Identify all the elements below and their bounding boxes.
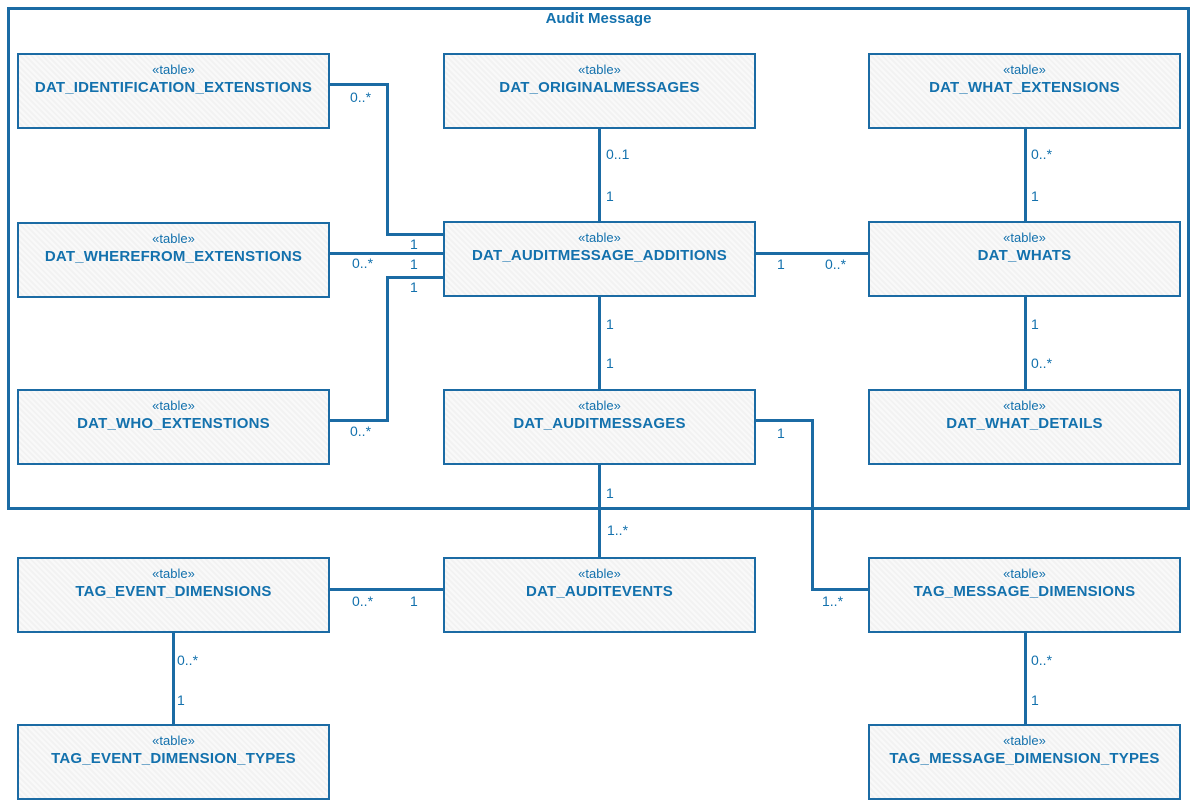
table-node-dat-whats: «table» DAT_WHATS	[868, 221, 1181, 297]
connector-segment	[330, 252, 443, 255]
multiplicity-label: 1	[410, 279, 418, 295]
multiplicity-label: 1	[606, 485, 614, 501]
multiplicity-label: 1	[606, 355, 614, 371]
multiplicity-label: 1	[606, 188, 614, 204]
table-stereotype: «table»	[152, 62, 195, 77]
table-name: DAT_WHAT_DETAILS	[946, 415, 1103, 432]
table-name: DAT_WHO_EXTENSTIONS	[77, 415, 270, 432]
multiplicity-label: 1	[1031, 188, 1039, 204]
table-node-dat-who-extenstions: «table» DAT_WHO_EXTENSTIONS	[17, 389, 330, 465]
multiplicity-label: 1..*	[822, 593, 844, 609]
connector-segment	[386, 83, 389, 236]
table-node-dat-auditevents: «table» DAT_AUDITEVENTS	[443, 557, 756, 633]
table-name: DAT_WHATS	[977, 247, 1072, 264]
frame-title: Audit Message	[545, 10, 652, 27]
multiplicity-label: 0..*	[825, 256, 847, 272]
multiplicity-label: 0..*	[350, 423, 372, 439]
connector-segment	[598, 465, 601, 557]
table-name: DAT_AUDITMESSAGE_ADDITIONS	[472, 247, 727, 264]
table-stereotype: «table»	[152, 231, 195, 246]
connector-segment	[386, 276, 443, 279]
multiplicity-label: 0..*	[352, 593, 374, 609]
connector-segment	[598, 128, 601, 221]
multiplicity-label: 0..*	[1031, 146, 1053, 162]
table-stereotype: «table»	[578, 230, 621, 245]
table-node-tag-event-dimensions: «table» TAG_EVENT_DIMENSIONS	[17, 557, 330, 633]
connector-segment	[330, 588, 443, 591]
table-node-dat-auditmessages: «table» DAT_AUDITMESSAGES	[443, 389, 756, 465]
table-stereotype: «table»	[578, 566, 621, 581]
multiplicity-label: 1	[777, 425, 785, 441]
connector-segment	[330, 419, 389, 422]
table-node-dat-auditmessage-additions: «table» DAT_AUDITMESSAGE_ADDITIONS	[443, 221, 756, 297]
table-node-dat-what-details: «table» DAT_WHAT_DETAILS	[868, 389, 1181, 465]
connector-segment	[386, 233, 443, 236]
connector-segment	[330, 83, 389, 86]
connector-segment	[811, 419, 814, 591]
connector-segment	[756, 252, 868, 255]
table-name: TAG_EVENT_DIMENSION_TYPES	[51, 750, 296, 767]
table-stereotype: «table»	[1003, 62, 1046, 77]
table-stereotype: «table»	[152, 733, 195, 748]
multiplicity-label: 1	[1031, 692, 1039, 708]
multiplicity-label: 1	[410, 236, 418, 252]
connector-segment	[386, 276, 389, 422]
connector-segment	[1024, 297, 1027, 389]
connector-segment	[1024, 633, 1027, 724]
table-stereotype: «table»	[1003, 733, 1046, 748]
table-name: DAT_WHEREFROM_EXTENSTIONS	[44, 248, 303, 265]
connector-segment	[598, 297, 601, 389]
table-stereotype: «table»	[152, 398, 195, 413]
multiplicity-label: 1	[606, 316, 614, 332]
table-name: DAT_AUDITMESSAGES	[513, 415, 686, 432]
multiplicity-label: 0..*	[352, 255, 374, 271]
table-node-dat-wherefrom-extenstions: «table» DAT_WHEREFROM_EXTENSTIONS	[17, 222, 330, 298]
multiplicity-label: 0..*	[1031, 652, 1053, 668]
connector-segment	[811, 588, 868, 591]
multiplicity-label: 1..*	[607, 522, 629, 538]
multiplicity-label: 0..*	[1031, 355, 1053, 371]
table-name: DAT_ORIGINALMESSAGES	[499, 79, 700, 96]
multiplicity-label: 0..*	[350, 89, 372, 105]
table-name: DAT_AUDITEVENTS	[526, 583, 673, 600]
connector-segment	[756, 419, 814, 422]
table-stereotype: «table»	[578, 62, 621, 77]
table-stereotype: «table»	[578, 398, 621, 413]
table-stereotype: «table»	[1003, 566, 1046, 581]
table-stereotype: «table»	[1003, 398, 1046, 413]
multiplicity-label: 0..1	[606, 146, 630, 162]
table-node-tag-message-dimension-types: «table» TAG_MESSAGE_DIMENSION_TYPES	[868, 724, 1181, 800]
multiplicity-label: 1	[410, 256, 418, 272]
connector-segment	[172, 633, 175, 724]
table-name: DAT_IDENTIFICATION_EXTENSTIONS	[34, 79, 313, 96]
table-node-tag-event-dimension-types: «table» TAG_EVENT_DIMENSION_TYPES	[17, 724, 330, 800]
multiplicity-label: 1	[777, 256, 785, 272]
table-node-dat-originalmessages: «table» DAT_ORIGINALMESSAGES	[443, 53, 756, 129]
table-name: DAT_WHAT_EXTENSIONS	[929, 79, 1120, 96]
table-node-dat-identification-extenstions: «table» DAT_IDENTIFICATION_EXTENSTIONS	[17, 53, 330, 129]
table-stereotype: «table»	[1003, 230, 1046, 245]
multiplicity-label: 1	[1031, 316, 1039, 332]
multiplicity-label: 0..*	[177, 652, 199, 668]
table-stereotype: «table»	[152, 566, 195, 581]
table-name: TAG_MESSAGE_DIMENSIONS	[913, 583, 1136, 600]
table-node-dat-what-extensions: «table» DAT_WHAT_EXTENSIONS	[868, 53, 1181, 129]
table-name: TAG_MESSAGE_DIMENSION_TYPES	[889, 750, 1160, 767]
table-node-tag-message-dimensions: «table» TAG_MESSAGE_DIMENSIONS	[868, 557, 1181, 633]
multiplicity-label: 1	[177, 692, 185, 708]
table-name: TAG_EVENT_DIMENSIONS	[75, 583, 272, 600]
connector-segment	[1024, 128, 1027, 221]
multiplicity-label: 1	[410, 593, 418, 609]
